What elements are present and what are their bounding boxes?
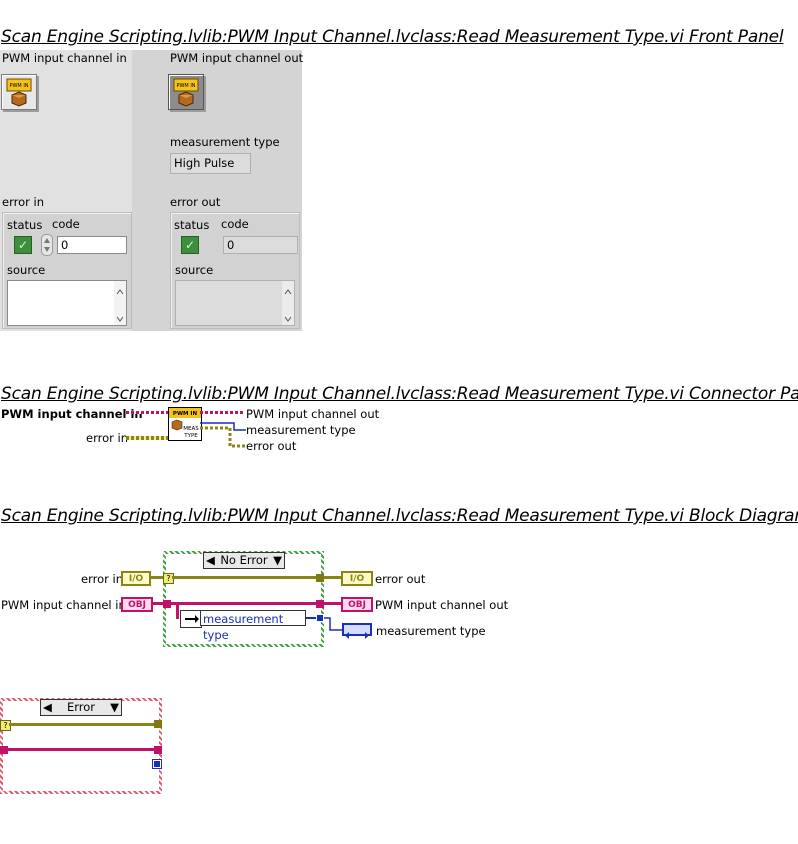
error-out-code-label: code [221,217,249,231]
error-in-status-label: status [7,218,43,232]
cp-vi-icon: PWM IN MEAS TYPE [168,407,202,441]
cp-output-meas: measurement type [246,423,356,437]
bd-meas-out-wire [324,617,344,631]
bd-error-in-wire-a [151,576,164,579]
error-out-code-field: 0 [223,236,298,254]
error-out-status-label: status [174,218,210,232]
error-in-label: error in [2,195,44,209]
bd-meas-type-terminal [342,623,372,639]
cp-output-error: error out [246,439,297,453]
error-in-code-label: code [52,217,80,231]
cp-input-pwm: PWM input channel in [1,407,143,421]
measurement-type-label: measurement type [170,135,280,149]
error-in-status-led[interactable]: ✓ [14,236,32,254]
bd-error-wire-through [172,576,316,579]
property-node-header[interactable] [180,610,202,628]
pwm-out-label: PWM input channel out [170,51,304,65]
property-node-measurement-type[interactable]: measurement type [200,610,306,642]
bd-pwm-out-tunnel [316,600,324,608]
svg-text:PWM IN: PWM IN [9,83,28,89]
pwm-class-icon: PWM IN [6,78,32,107]
case-decrement-icon[interactable]: ◀ [43,700,52,714]
error-case-pwm-out-tunnel [154,746,162,754]
bd-pwm-in-label: PWM input channel in [1,598,126,612]
cp-pwm-in-wire [126,411,168,414]
bd-pwm-out-label: PWM input channel out [375,598,509,612]
case-selector-error[interactable]: ◀ Error ▼ [40,699,122,716]
cp-input-error: error in [86,431,128,445]
case-increment-icon[interactable]: ▼ [273,553,282,567]
error-out-status-led: ✓ [181,236,199,254]
spinner-arrows-icon [44,238,50,252]
svg-text:PWM IN: PWM IN [173,411,198,417]
bd-error-in-terminal[interactable]: I/O [121,571,151,586]
error-in-code-spinner[interactable] [41,234,53,256]
error-in-code-field[interactable]: 0 [57,236,127,254]
cp-output-wires [200,422,246,448]
scroll-arrows-icon [284,289,292,322]
error-case-error-wire [9,723,154,726]
bd-pwm-out-wire [324,602,341,605]
front-panel-title: Scan Engine Scripting.lvlib:PWM Input Ch… [1,27,784,47]
property-arrow-icon [185,615,199,623]
source-scrollbar[interactable] [282,281,294,325]
source-scrollbar[interactable] [114,281,126,325]
error-in-source-label: source [7,263,46,277]
case-label-error: Error [66,700,96,714]
svg-text:TYPE: TYPE [183,433,198,439]
case-decrement-icon[interactable]: ◀ [206,553,215,567]
case-selector-no-error[interactable]: ◀ No Error ▼ [203,552,285,569]
bd-meas-wire-a [306,617,316,619]
scroll-arrows-icon [116,289,124,322]
bd-pwm-in-wire-a [153,602,164,605]
bd-meas-type-label: measurement type [376,624,486,638]
error-in-source-field[interactable] [7,280,127,326]
bd-error-out-tunnel [316,574,324,582]
bd-pwm-wire-through [171,602,316,605]
bd-pwm-branch-wire [176,602,179,619]
error-case-pwm-in-tunnel [0,746,8,754]
bd-error-out-wire [324,576,341,579]
svg-text:MEAS: MEAS [183,426,199,432]
case-increment-icon[interactable]: ▼ [110,700,119,714]
svg-text:PWM IN: PWM IN [176,83,195,89]
bd-pwm-out-terminal: OBJ [341,597,373,612]
error-out-source-field [175,280,295,326]
enum-terminal-icon [345,632,369,639]
bd-meas-tunnel [316,614,324,622]
error-case-pwm-wire [8,748,154,751]
error-case-meas-tunnel [153,760,161,768]
pwm-out-indicator: PWM IN [168,74,204,110]
bd-error-in-label: error in [81,572,123,586]
measurement-type-indicator: High Pulse [170,153,251,174]
bd-error-out-label: error out [375,572,426,586]
error-case-error-tunnel [154,720,162,728]
bd-pwm-in-terminal[interactable]: OBJ [121,597,153,612]
pwm-meas-type-icon: PWM IN MEAS TYPE [169,408,201,439]
connector-pane-title: Scan Engine Scripting.lvlib:PWM Input Ch… [1,384,798,404]
block-diagram-title: Scan Engine Scripting.lvlib:PWM Input Ch… [1,506,798,526]
bd-error-out-terminal: I/O [341,571,373,586]
cp-pwm-out-wire [200,411,244,414]
bd-pwm-in-tunnel [163,600,171,608]
pwm-class-icon: PWM IN [173,78,199,107]
error-out-source-label: source [175,263,214,277]
case-label-no-error: No Error [220,553,268,567]
pwm-in-control[interactable]: PWM IN [1,74,37,110]
cp-error-in-wire [126,436,168,440]
pwm-in-label: PWM input channel in [2,51,127,65]
cp-output-pwm: PWM input channel out [246,407,380,421]
error-out-label: error out [170,195,221,209]
